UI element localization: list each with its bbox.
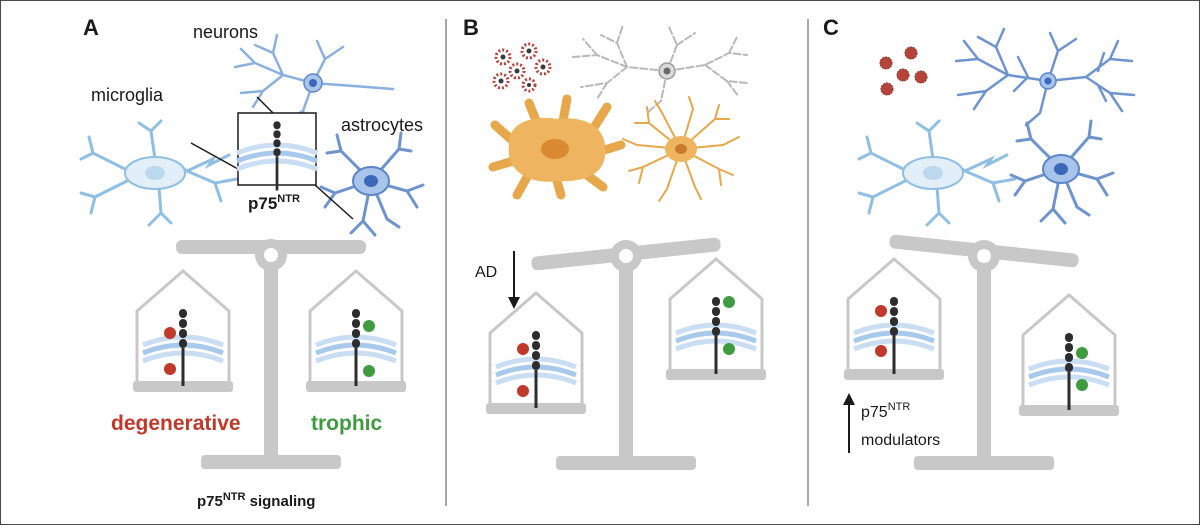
- astrocyte-illustration: [319, 131, 425, 237]
- ligand-trophic: [1076, 347, 1088, 359]
- modulator-label-line1: p75NTR: [861, 401, 910, 421]
- neuron-degenerating: [572, 24, 748, 114]
- ligand-degenerative: [517, 343, 529, 355]
- pan-c-right: [1017, 293, 1121, 418]
- panel-c-letter: C: [823, 15, 839, 40]
- panel-c: C: [823, 15, 1136, 470]
- pan-b-left: [484, 291, 588, 416]
- modulator-label-line2: modulators: [861, 432, 940, 449]
- ligand-degenerative: [875, 305, 887, 317]
- plaques-c: [879, 46, 928, 96]
- astrocyte-reactive: [622, 96, 740, 202]
- trophic-label: trophic: [311, 412, 382, 435]
- panel-a: A neurons microglia astrocytes p75NTR: [79, 15, 425, 510]
- ligand-trophic: [363, 320, 375, 332]
- panel-b-letter: B: [463, 15, 479, 40]
- scale-a: [131, 239, 408, 469]
- pan-a-right: [304, 269, 408, 394]
- astrocytes-label: astrocytes: [341, 115, 423, 135]
- connector-neuron: [256, 96, 274, 114]
- ligand-trophic: [1076, 379, 1088, 391]
- connector-microglia: [190, 142, 239, 170]
- ligand-degenerative: [517, 385, 529, 397]
- microglia-reactive: [488, 94, 626, 200]
- ligand-degenerative: [164, 363, 176, 375]
- pan-a-left: [131, 269, 235, 394]
- neuron-healthy: [954, 27, 1136, 127]
- microglia-illustration: [79, 119, 239, 227]
- pan-b-right: [664, 257, 768, 382]
- scale-c: [842, 234, 1121, 470]
- panel-b: B: [463, 15, 768, 470]
- receptor-label: p75NTR: [248, 193, 300, 213]
- scale-b: [484, 237, 768, 470]
- ligand-degenerative: [875, 345, 887, 357]
- microglia-label: microglia: [91, 85, 164, 105]
- neurons-label: neurons: [193, 22, 258, 42]
- degenerative-label: degenerative: [111, 412, 241, 435]
- pan-c-left: [842, 257, 946, 382]
- ligand-trophic: [723, 296, 735, 308]
- ligand-trophic: [723, 343, 735, 355]
- ad-label: AD: [475, 264, 497, 281]
- astrocyte-c: [1009, 119, 1115, 225]
- ligand-degenerative: [164, 327, 176, 339]
- ligand-trophic: [363, 365, 375, 377]
- plaques-b: [492, 42, 552, 93]
- ad-arrow-head: [508, 297, 520, 309]
- microglia-c: [857, 119, 1017, 227]
- signaling-label: p75NTR signaling: [197, 491, 315, 510]
- panel-a-letter: A: [83, 15, 99, 40]
- connector-astrocyte: [314, 184, 354, 220]
- modulator-arrow-head: [843, 393, 855, 405]
